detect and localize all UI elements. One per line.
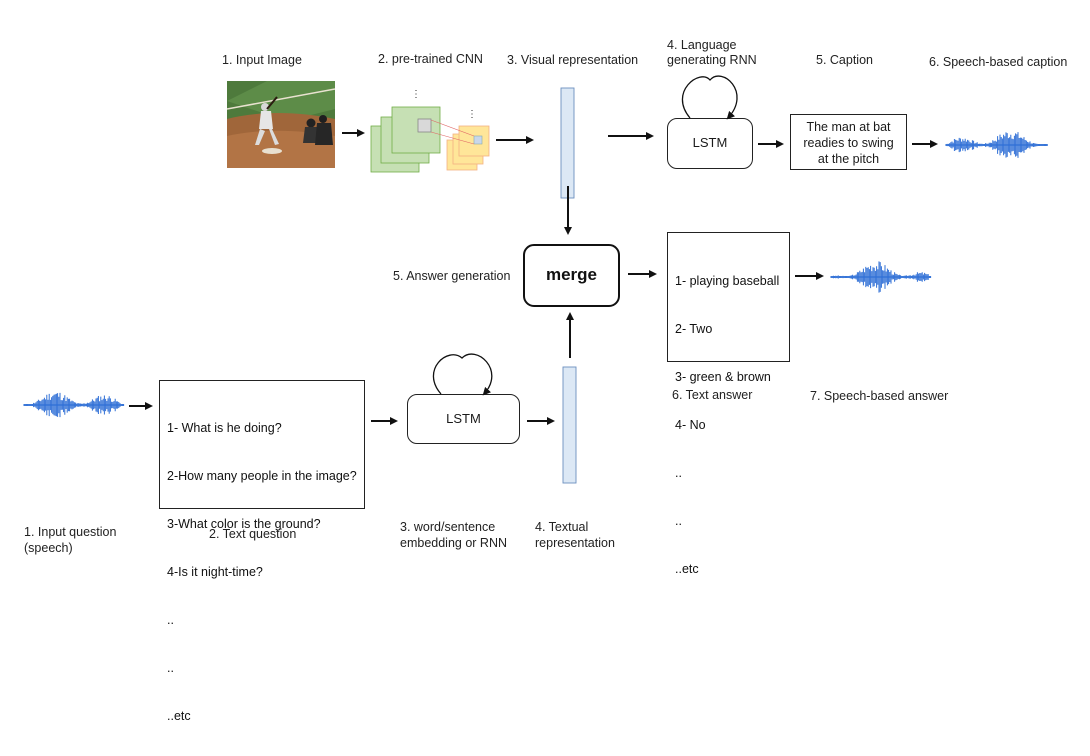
embedding-label-line1: 3. word/sentence — [400, 520, 496, 534]
question-lstm-box: LSTM — [407, 394, 520, 444]
diagram-graphics: ⋮ ⋮ — [23, 75, 1048, 484]
svg-text:⋮: ⋮ — [411, 89, 421, 100]
text-answer-label: 6. Text answer — [672, 388, 753, 402]
merge-label: merge — [545, 265, 598, 284]
visual-vector — [560, 87, 575, 199]
question-lstm-label: LSTM — [446, 411, 481, 426]
text-question-label: 2. Text question — [209, 527, 297, 541]
speech-answer-waveform — [830, 261, 932, 293]
question-box: 1- What is he doing? 2-How many people i… — [159, 380, 365, 723]
input-question-label-line2: (speech) — [24, 541, 73, 555]
question-lstm-loop — [432, 353, 493, 396]
answer-item: 4- No — [675, 418, 706, 432]
input-image — [227, 81, 335, 168]
question-item: 4-Is it night-time? — [167, 565, 263, 579]
speech-caption-label: 6. Speech-based caption — [929, 55, 1068, 69]
answer-generation-label: 5. Answer generation — [393, 269, 511, 283]
caption-line: The man at bat — [806, 120, 891, 134]
question-item: 3-What color is the ground? — [167, 517, 321, 531]
caption-lstm-loop — [682, 75, 738, 120]
textual-representation-label-line2: representation — [535, 536, 615, 550]
caption-lstm-box: LSTM — [667, 118, 753, 169]
speech-question-waveform — [23, 392, 125, 418]
textual-vector — [562, 366, 577, 484]
embedding-label-line2: embedding or RNN — [400, 536, 507, 550]
input-question-label-line1: 1. Input question — [24, 525, 117, 539]
caption-box: The man at bat readies to swing at the p… — [790, 114, 907, 170]
cnn-layers: ⋮ ⋮ — [370, 89, 490, 173]
input-image-label: 1. Input Image — [222, 53, 302, 67]
flow-arrows — [129, 129, 938, 425]
rnn-label-line2: generating RNN — [667, 53, 757, 67]
merge-box: merge — [523, 244, 620, 307]
visual-representation-label: 3. Visual representation — [507, 53, 639, 67]
caption-line: readies to swing — [803, 136, 894, 150]
answer-item: ..etc — [675, 562, 699, 576]
caption-line: at the pitch — [817, 152, 880, 166]
answer-item: 2- Two — [675, 322, 713, 336]
svg-text:⋮: ⋮ — [467, 109, 477, 120]
answer-box: 1- playing baseball 2- Two 3- green & br… — [667, 232, 790, 576]
answer-item: .. — [675, 514, 682, 528]
textual-representation-label-line1: 4. Textual — [535, 520, 589, 534]
question-item: .. — [167, 661, 174, 675]
answer-item: 1- playing baseball — [675, 274, 780, 288]
question-item: 1- What is he doing? — [167, 421, 282, 435]
question-item: 2-How many people in the image? — [167, 469, 357, 483]
caption-lstm-label: LSTM — [692, 135, 728, 150]
answer-item: .. — [675, 466, 682, 480]
question-item: ..etc — [167, 709, 191, 723]
answer-item: 3- green & brown — [675, 370, 771, 384]
speech-caption-waveform — [945, 132, 1048, 158]
cnn-label: 2. pre-trained CNN — [378, 52, 483, 66]
rnn-label-line1: 4. Language — [667, 38, 737, 52]
speech-answer-label: 7. Speech-based answer — [810, 389, 949, 403]
caption-label: 5. Caption — [816, 53, 873, 67]
question-item: .. — [167, 613, 174, 627]
